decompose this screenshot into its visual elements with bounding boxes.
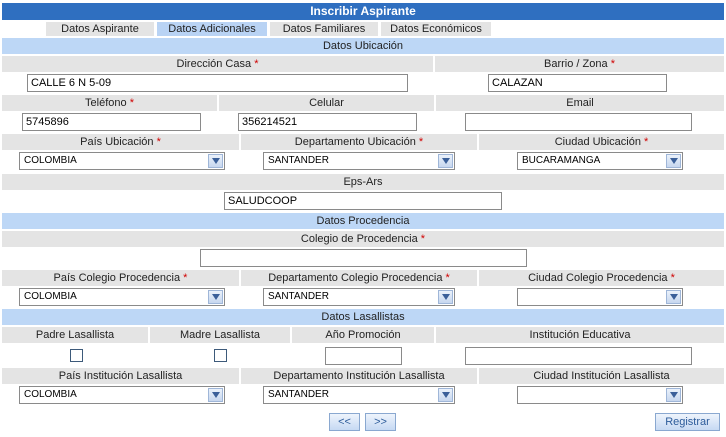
departamento-institucion-label: Departamento Institución Lasallista [241,368,477,384]
section-datos-ubicacion: Datos Ubicación [2,38,724,54]
chevron-down-icon[interactable] [666,154,681,168]
tab-datos-familiares[interactable]: Datos Familiares [270,22,378,36]
departamento-institucion-select[interactable]: SANTANDER [263,386,455,404]
ciudad-colegio-select[interactable] [517,288,683,306]
departamento-colegio-label: Departamento Colegio Procedencia * [241,270,477,286]
section-datos-lasallistas: Datos Lasallistas [2,309,724,325]
institucion-educativa-input[interactable] [465,347,692,365]
direccion-label: Dirección Casa * [2,56,433,72]
anio-promocion-input[interactable] [325,347,402,365]
tab-datos-adicionales[interactable]: Datos Adicionales [157,22,267,36]
pais-colegio-select[interactable]: COLOMBIA [19,288,225,306]
pais-ubicacion-select[interactable]: COLOMBIA [19,152,225,170]
chevron-down-icon[interactable] [666,290,681,304]
departamento-ubicacion-select[interactable]: SANTANDER [263,152,455,170]
eps-label: Eps-Ars [2,174,724,190]
chevron-down-icon[interactable] [208,388,223,402]
colegio-input[interactable] [200,249,527,267]
chevron-down-icon[interactable] [438,154,453,168]
direccion-input[interactable]: CALLE 6 N 5-09 [27,74,408,92]
institucion-educativa-label: Institución Educativa [436,327,724,343]
pais-colegio-label: País Colegio Procedencia * [2,270,239,286]
departamento-colegio-select[interactable]: SANTANDER [263,288,455,306]
chevron-down-icon[interactable] [438,290,453,304]
madre-lasallista-label: Madre Lasallista [150,327,290,343]
ciudad-institucion-select[interactable] [517,386,683,404]
chevron-down-icon[interactable] [208,290,223,304]
padre-lasallista-checkbox[interactable] [70,349,83,362]
form-title: Inscribir Aspirante [2,3,724,20]
registrar-button[interactable]: Registrar [655,413,720,431]
section-datos-procedencia: Datos Procedencia [2,213,724,229]
email-input[interactable] [465,113,692,131]
barrio-label: Barrio / Zona * [435,56,724,72]
anio-promocion-label: Año Promoción [292,327,434,343]
ciudad-colegio-label: Ciudad Colegio Procedencia * [479,270,724,286]
ciudad-institucion-label: Ciudad Institución Lasallista [479,368,724,384]
celular-input[interactable]: 356214521 [238,113,417,131]
ciudad-ubicacion-label: Ciudad Ubicación * [479,134,724,150]
padre-lasallista-label: Padre Lasallista [2,327,148,343]
madre-lasallista-checkbox[interactable] [214,349,227,362]
pais-institucion-label: País Institución Lasallista [2,368,239,384]
pais-institucion-select[interactable]: COLOMBIA [19,386,225,404]
chevron-down-icon[interactable] [438,388,453,402]
chevron-down-icon[interactable] [666,388,681,402]
ciudad-ubicacion-select[interactable]: BUCARAMANGA [517,152,683,170]
previous-button[interactable]: << [329,413,360,431]
tab-datos-economicos[interactable]: Datos Económicos [381,22,491,36]
departamento-ubicacion-label: Departamento Ubicación * [241,134,477,150]
pais-ubicacion-label: País Ubicación * [2,134,239,150]
eps-input[interactable]: SALUDCOOP [224,192,502,210]
chevron-down-icon[interactable] [208,154,223,168]
telefono-label: Teléfono * [2,95,217,111]
celular-label: Celular [219,95,434,111]
next-button[interactable]: >> [365,413,396,431]
telefono-input[interactable]: 5745896 [22,113,201,131]
colegio-label: Colegio de Procedencia * [2,231,724,247]
barrio-input[interactable]: CALAZAN [488,74,667,92]
email-label: Email [436,95,724,111]
tab-datos-aspirante[interactable]: Datos Aspirante [46,22,154,36]
